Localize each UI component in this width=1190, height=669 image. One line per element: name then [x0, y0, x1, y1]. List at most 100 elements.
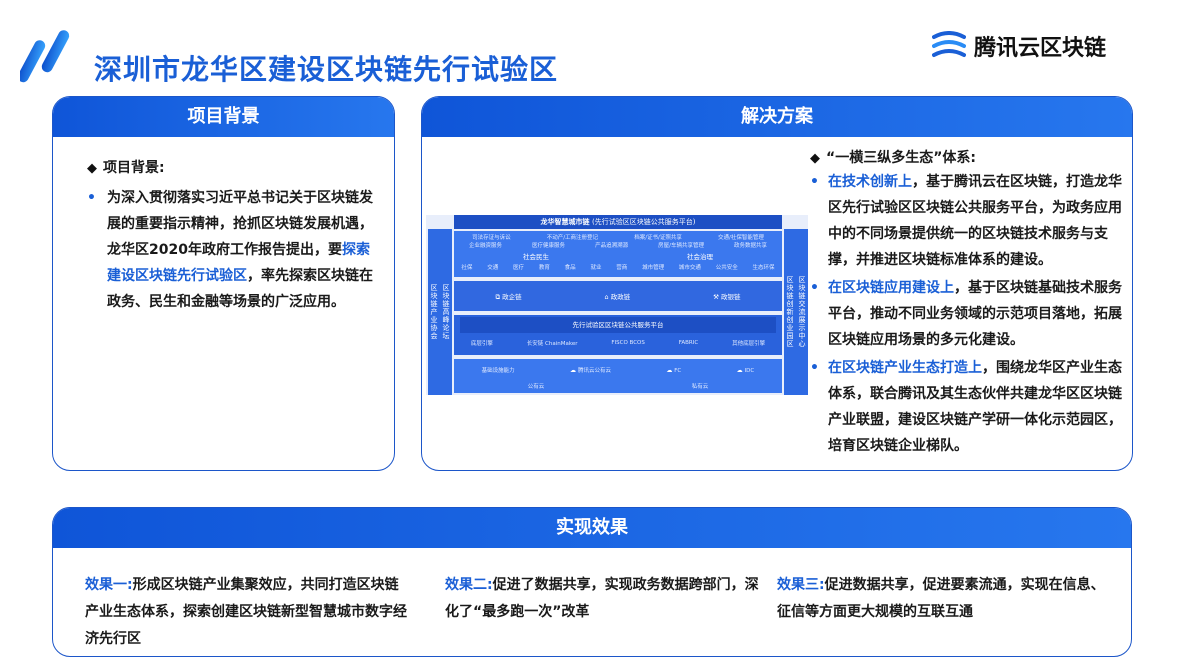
- side-label-right-a: 区块链创新创业园区: [784, 229, 796, 395]
- dot-bullet-icon: •: [810, 174, 819, 190]
- solution-item: • 在区块链应用建设上，基于区块链基础技术服务平台，推动不同业务领域的示范项目落…: [810, 275, 1128, 353]
- architecture-diagram: 龙华智慧城市链 (先行试验区区块链公共服务平台) 区块链产业协会 区块链高峰论坛…: [426, 215, 808, 395]
- chain-item: ⚒ 政银链: [713, 293, 741, 301]
- infra-label: 基础设施能力: [481, 368, 515, 374]
- infra-item: FC: [674, 367, 682, 374]
- side-label-left-b: 区块链高峰论坛: [440, 229, 452, 395]
- cell-item: 生态环保: [752, 265, 775, 271]
- card-header: 项目背景: [53, 97, 394, 137]
- item-highlight: 在技术创新上: [828, 174, 912, 190]
- diamond-bullet-icon: ◆: [810, 151, 820, 166]
- engine-item: 长安链 ChainMaker: [526, 341, 578, 347]
- application-block: 司法存证与诉讼 不动产/工商注册登记 档案/证书/证照共享 交通/社保智能管理 …: [454, 231, 782, 277]
- effect-item-3: 效果三:促进数据共享，促进要素流通，实现在信息、征信等方面更大规模的互联互通: [777, 572, 1107, 626]
- cell-item: 食品: [564, 265, 576, 271]
- engine-item: FABRIC: [678, 340, 699, 346]
- solution-item: • 在区块链产业生态打造上，围绕龙华区产业生态体系，联合腾讯及其生态伙伴共建龙华…: [810, 355, 1128, 459]
- group-row: 社会民生 社会治理: [454, 251, 782, 261]
- group-label: 社会民生: [523, 253, 549, 261]
- cloud-icon: ☁ 腾讯云公有云: [570, 367, 611, 374]
- effect-text: 形成区块链产业集聚效应，共同打造区块链产业生态体系，探索创建区块链新型智慧城市数…: [85, 577, 407, 647]
- bullet-heading: ◆ “一横三纵多生态”体系:: [810, 147, 1128, 167]
- cell-item: 城市管理: [642, 265, 665, 271]
- infra-row: 基础设施能力 ☁ 腾讯云公有云 ☁ FC ☁ IDC: [454, 359, 782, 381]
- slash-stripes-logo-icon: [20, 30, 70, 83]
- group-label: 社会治理: [687, 253, 713, 261]
- effects-card: 实现效果 效果一:形成区块链产业集聚效应，共同打造区块链产业生态体系，探索创建区…: [52, 507, 1132, 657]
- app-item: 不动产/工商注册登记: [546, 235, 599, 241]
- infra-item: IDC: [744, 367, 755, 374]
- engine-item: 底层引擎: [470, 341, 493, 347]
- tencent-cloud-blockchain-logo-icon: [932, 31, 966, 57]
- effect-item-2: 效果二:促进了数据共享，实现政务数据跨部门，深化了“最多跑一次”改革: [445, 572, 771, 626]
- cell-item: 公共安全: [715, 265, 738, 271]
- platform-label: 先行试验区区块链公共服务平台: [460, 317, 776, 333]
- chain-item: ⧉ 政企链: [495, 292, 522, 301]
- project-background-card: 项目背景 ◆ 项目背景: • 为深入贯彻落实习近平总书记关于区块链发展的重要指示…: [52, 96, 395, 471]
- chain-item: ⌂ 政政链: [604, 293, 631, 301]
- brand: 腾讯云区块链: [932, 30, 1106, 62]
- bullet-heading: ◆ 项目背景:: [87, 157, 376, 177]
- app-row-b: 企业融资服务 医疗健康服务 产品追溯溯源 房屋/车辆共享管理 政务数据共享: [454, 241, 782, 249]
- bullet-title: “一横三纵多生态”体系:: [826, 150, 977, 166]
- effect-label: 效果二:: [445, 577, 493, 593]
- app-item: 交通/社保智能管理: [718, 235, 764, 241]
- solution-item: • 在技术创新上，基于腾讯云在区块链，打造龙华区先行试验区区块链公共服务平台，为…: [810, 169, 1128, 273]
- item-highlight: 在区块链应用建设上: [828, 280, 954, 296]
- effect-label: 效果一:: [85, 577, 133, 593]
- infra-block: 基础设施能力 ☁ 腾讯云公有云 ☁ FC ☁ IDC 公有云 私有云: [454, 359, 782, 393]
- effect-text: 促进数据共享，促进要素流通，实现在信息、征信等方面更大规模的互联互通: [777, 577, 1105, 620]
- chain-label: 政政链: [610, 293, 631, 301]
- card-header: 实现效果: [53, 508, 1131, 548]
- item-highlight: 在区块链产业生态打造上: [828, 360, 982, 376]
- platform-block: 先行试验区区块链公共服务平台 底层引擎 长安链 ChainMaker FISCO…: [454, 315, 782, 355]
- cloud-icon: ☁ FC: [666, 366, 682, 374]
- app-item: 产品追溯溯源: [595, 243, 629, 249]
- diamond-bullet-icon: ◆: [87, 161, 97, 176]
- engines-row: 底层引擎 长安链 ChainMaker FISCO BCOS FABRIC 其他…: [454, 333, 782, 353]
- card-header: 解决方案: [422, 97, 1132, 137]
- bullet-title: 项目背景:: [103, 160, 165, 176]
- cell-item: 社保: [461, 265, 473, 271]
- cell-item: 就业: [590, 265, 602, 271]
- infra-sub: 公有云: [527, 384, 545, 390]
- item-text: ，基于区块链基础技术服务平台，推动不同业务领域的示范项目落地，拓展区块链应用场景…: [828, 280, 1122, 348]
- app-item: 医疗健康服务: [532, 243, 566, 249]
- cells-row: 社保 交通 医疗 教育 食品 就业 营商 城市管理 城市交通 公共安全 生态环保: [454, 263, 782, 271]
- cell-item: 教育: [538, 265, 550, 271]
- cell-item: 营商: [616, 265, 628, 271]
- item-text: ，围绕龙华区产业生态体系，联合腾讯及其生态伙伴共建龙华区区块链产业联盟，建设区块…: [828, 360, 1122, 454]
- side-label-right-b: 区块链交流展示中心: [796, 229, 808, 395]
- side-label-left-a: 区块链产业协会: [428, 229, 440, 395]
- paragraph-text: ，率先探索区块链在政务、民生和金融等场景的广泛应用。: [107, 268, 373, 310]
- dot-bullet-icon: •: [87, 190, 96, 206]
- cell-item: 医疗: [513, 265, 525, 271]
- app-item: 司法存证与诉讼: [472, 235, 511, 241]
- infra-sub-row: 公有云 私有云: [454, 381, 782, 391]
- app-item: 政务数据共享: [733, 243, 767, 249]
- dot-bullet-icon: •: [810, 280, 819, 296]
- diagram-title-text: 龙华智慧城市链: [540, 218, 590, 226]
- app-item: 企业融资服务: [469, 243, 503, 249]
- background-paragraph: • 为深入贯彻落实习近平总书记关于区块链发展的重要指示精神，抢抓区块链发展机遇，…: [87, 185, 376, 315]
- solution-text: ◆ “一横三纵多生态”体系: • 在技术创新上，基于腾讯云在区块链，打造龙华区先…: [810, 147, 1128, 459]
- chains-block: ⧉ 政企链 ⌂ 政政链 ⚒ 政银链: [454, 281, 782, 311]
- paragraph-text: 为深入贯彻落实习近平总书记关于区块链发展的重要指示精神，抢抓区块链发展机遇，龙华…: [107, 190, 373, 258]
- app-item: 房屋/车辆共享管理: [658, 243, 704, 249]
- effect-text: 促进了数据共享，实现政务数据跨部门，深化了“最多跑一次”改革: [445, 577, 759, 620]
- cell-item: 城市交通: [678, 265, 701, 271]
- cloud-icon: ☁ IDC: [736, 366, 755, 374]
- effect-label: 效果三:: [777, 577, 825, 593]
- app-item: 档案/证书/证照共享: [634, 235, 682, 241]
- engine-item: FISCO BCOS: [611, 340, 645, 346]
- brand-name: 腾讯云区块链: [974, 36, 1107, 61]
- effect-item-1: 效果一:形成区块链产业集聚效应，共同打造区块链产业生态体系，探索创建区块链新型智…: [85, 572, 407, 653]
- paragraph-highlight: 探索建设区块链先行试验区: [107, 242, 370, 284]
- infra-item: 腾讯云公有云: [577, 368, 611, 374]
- infra-sub: 私有云: [691, 384, 709, 390]
- solution-card: 解决方案 龙华智慧城市链 (先行试验区区块链公共服务平台) 区块链产业协会 区块…: [421, 96, 1133, 471]
- chain-label: 政银链: [721, 293, 741, 301]
- chains-row: ⧉ 政企链 ⌂ 政政链 ⚒ 政银链: [454, 281, 782, 311]
- item-text: ，基于腾讯云在区块链，打造龙华区先行试验区区块链公共服务平台，为政务应用中的不同…: [828, 174, 1122, 268]
- cell-item: 交通: [487, 265, 499, 271]
